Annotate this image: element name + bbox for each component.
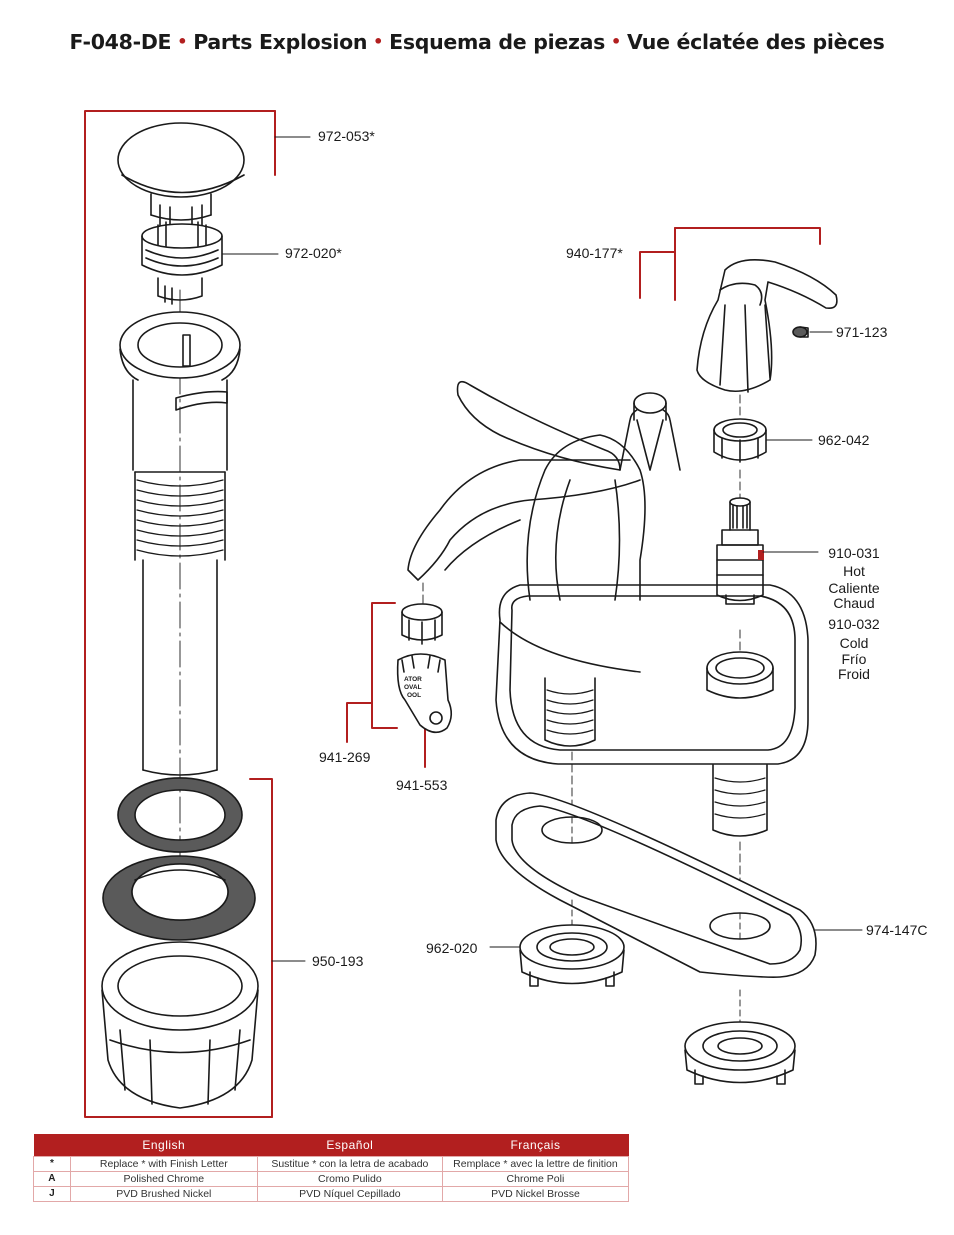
legend-french: Remplace * avec la lettre de finition xyxy=(441,1156,630,1172)
legend-header-french: Français xyxy=(442,1134,629,1157)
legend-english: Polished Chrome xyxy=(69,1171,258,1187)
page-title: F-048-DE • Parts Explosion • Esquema de piez… xyxy=(0,30,954,54)
mounting-nut-left xyxy=(489,899,625,987)
legend-row: J PVD Brushed Nickel PVD Níquel Cepillad… xyxy=(33,1186,630,1202)
legend-spanish: Sustitue * con la letra de acabado xyxy=(256,1156,443,1172)
cold-label-fr: Froid xyxy=(838,666,870,682)
drain-stopper-insert xyxy=(141,221,223,305)
part-label-aerator-key: 941-553 xyxy=(396,777,448,793)
drain-body xyxy=(119,311,241,776)
part-labels: 972-053* 972-020* 940-177* 971-123 962-0… xyxy=(285,128,928,969)
cartridge xyxy=(716,497,764,605)
part-label-deck-plate: 974-147C xyxy=(866,922,928,938)
aerator-assembly xyxy=(346,582,453,768)
part-label-aerator: 941-269 xyxy=(319,749,371,765)
faucet-body xyxy=(407,380,809,921)
legend-english: Replace * with Finish Letter xyxy=(69,1156,258,1172)
title-separator: • xyxy=(611,32,621,51)
title-model: F-048-DE xyxy=(69,30,172,54)
bonnet-nut xyxy=(713,418,767,463)
part-label-bonnet-nut: 962-042 xyxy=(818,432,870,448)
part-label-handle: 940-177* xyxy=(566,245,623,261)
hot-label-es: Caliente xyxy=(828,580,880,596)
part-label-drain-stopper: 972-053* xyxy=(318,128,375,144)
aerator-key-lettering: ATOR OVAL OOL xyxy=(404,676,422,699)
part-label-cartridge-hot: 910-031 xyxy=(828,545,880,561)
part-label-set-screw: 971-123 xyxy=(836,324,888,340)
deck-plate xyxy=(495,792,863,978)
legend-french: PVD Nickel Brosse xyxy=(441,1186,630,1202)
aerator-key-text: ATOR xyxy=(404,676,422,683)
part-label-cartridge-cold: 910-032 xyxy=(828,616,880,632)
title-french: Vue éclatée des pièces xyxy=(626,30,885,54)
drain-assembly xyxy=(84,110,276,1118)
legend-key: * xyxy=(33,1156,71,1172)
legend-header-row: English Español Français xyxy=(33,1134,629,1157)
mounting-nut-right xyxy=(684,989,796,1085)
legend-row: * Replace * with Finish Letter Sustitue … xyxy=(33,1156,630,1172)
hot-label-fr: Chaud xyxy=(833,595,874,611)
title-spanish: Esquema de piezas xyxy=(389,30,606,54)
finish-legend-table: English Español Français * Replace * wit… xyxy=(33,1134,630,1202)
drain-stopper-cap xyxy=(117,122,245,233)
set-screw xyxy=(792,326,809,338)
cold-label-en: Cold xyxy=(840,635,869,651)
legend-english: PVD Brushed Nickel xyxy=(69,1186,258,1202)
title-separator: • xyxy=(177,32,188,51)
legend-header-key xyxy=(33,1134,71,1157)
title-english: Parts Explosion xyxy=(193,30,368,54)
part-label-drain-stopper-insert: 972-020* xyxy=(285,245,342,261)
legend-spanish: Cromo Pulido xyxy=(256,1171,443,1187)
hot-label-en: Hot xyxy=(843,563,865,579)
part-label-mounting-nut: 962-020 xyxy=(426,940,478,956)
aerator-key xyxy=(396,653,453,734)
legend-row: A Polished Chrome Cromo Pulido Chrome Po… xyxy=(33,1171,630,1187)
drain-gasket-top xyxy=(117,777,243,853)
drain-nut xyxy=(101,941,259,1109)
aerator xyxy=(401,603,443,645)
aerator-key-text: OVAL xyxy=(404,684,422,691)
legend-key: J xyxy=(33,1186,71,1202)
part-label-drain-gaskets: 950-193 xyxy=(312,953,364,969)
legend-french: Chrome Poli xyxy=(441,1171,630,1187)
cold-label-es: Frío xyxy=(842,651,867,667)
legend-header-english: English xyxy=(70,1134,258,1157)
legend-spanish: PVD Níquel Cepillado xyxy=(256,1186,443,1202)
legend-key: A xyxy=(33,1171,71,1187)
aerator-key-text: OOL xyxy=(407,692,421,699)
handle-assembly xyxy=(639,227,838,605)
legend-header-spanish: Español xyxy=(257,1134,443,1157)
title-separator: • xyxy=(373,32,384,51)
drain-gasket-bottom xyxy=(102,855,256,941)
